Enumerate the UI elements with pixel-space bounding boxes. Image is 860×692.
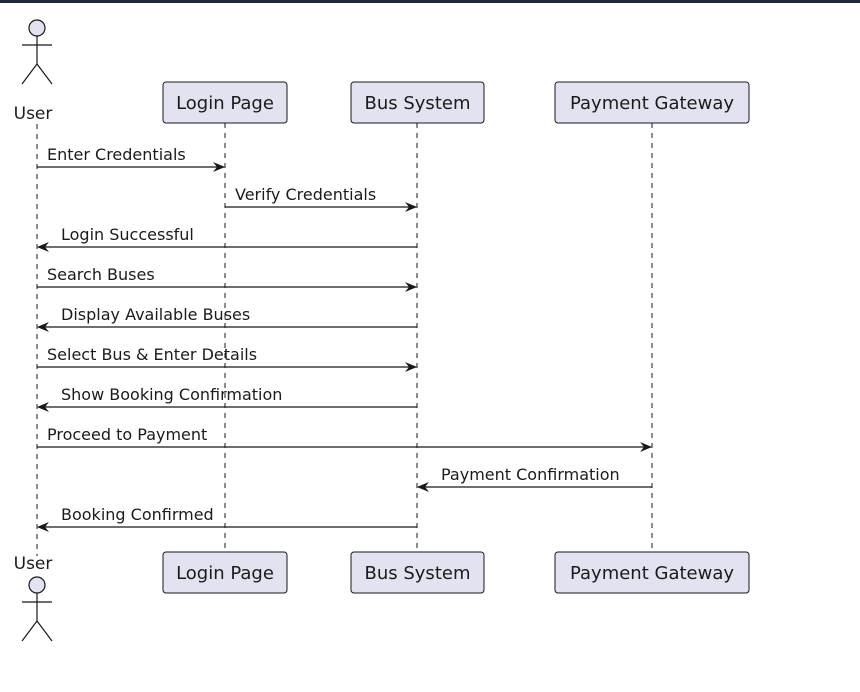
actor-head-icon xyxy=(28,19,46,37)
participant-label: Payment Gateway xyxy=(570,563,734,584)
participant-box xyxy=(162,81,288,124)
actor-right-leg xyxy=(36,63,53,85)
message-5: Display Available Buses xyxy=(37,305,417,332)
message-label: Display Available Buses xyxy=(61,305,250,324)
participant-label: Login Page xyxy=(176,563,274,584)
message-8: Proceed to Payment xyxy=(37,425,652,452)
participant-label: Bus System xyxy=(365,563,471,584)
participant-label: Payment Gateway xyxy=(570,93,734,114)
window-top-border xyxy=(0,0,860,3)
message-3: Login Successful xyxy=(37,225,417,252)
message-10: Booking Confirmed xyxy=(37,505,417,532)
participant-bus-bottom: Bus System xyxy=(350,551,485,594)
message-9: Payment Confirmation xyxy=(417,465,652,492)
actor-head-icon xyxy=(28,576,46,594)
message-label: Login Successful xyxy=(61,225,194,244)
message-label: Enter Credentials xyxy=(47,145,186,164)
message-label: Booking Confirmed xyxy=(61,505,214,524)
participant-label: Login Page xyxy=(176,93,274,114)
message-7: Show Booking Confirmation xyxy=(37,385,417,412)
message-label: Search Buses xyxy=(47,265,155,284)
message-label: Select Bus & Enter Details xyxy=(47,345,257,364)
message-label: Payment Confirmation xyxy=(441,465,620,484)
participant-box xyxy=(554,551,750,594)
message-4: Search Buses xyxy=(37,265,417,292)
actor-right-leg xyxy=(36,620,53,642)
participant-pay-top: Payment Gateway xyxy=(554,81,750,124)
participant-login-bottom: Login Page xyxy=(162,551,288,594)
actor-label: User xyxy=(14,104,53,124)
participant-pay-bottom: Payment Gateway xyxy=(554,551,750,594)
message-label: Show Booking Confirmation xyxy=(61,385,282,404)
message-label: Verify Credentials xyxy=(235,185,376,204)
actor-left-leg xyxy=(21,63,38,85)
participant-bus-top: Bus System xyxy=(350,81,485,124)
actor-user-top: User xyxy=(14,19,53,124)
participant-label: Bus System xyxy=(365,93,471,114)
actor-user-bottom: User xyxy=(14,554,53,642)
participant-login-top: Login Page xyxy=(162,81,288,124)
actor-label: User xyxy=(14,554,53,574)
actor-left-leg xyxy=(21,620,38,642)
participant-box xyxy=(350,551,485,594)
message-1: Enter Credentials xyxy=(37,145,225,172)
message-label: Proceed to Payment xyxy=(47,425,207,444)
participant-box xyxy=(350,81,485,124)
participant-box xyxy=(554,81,750,124)
message-2: Verify Credentials xyxy=(225,185,417,212)
participant-box xyxy=(162,551,288,594)
message-6: Select Bus & Enter Details xyxy=(37,345,417,372)
